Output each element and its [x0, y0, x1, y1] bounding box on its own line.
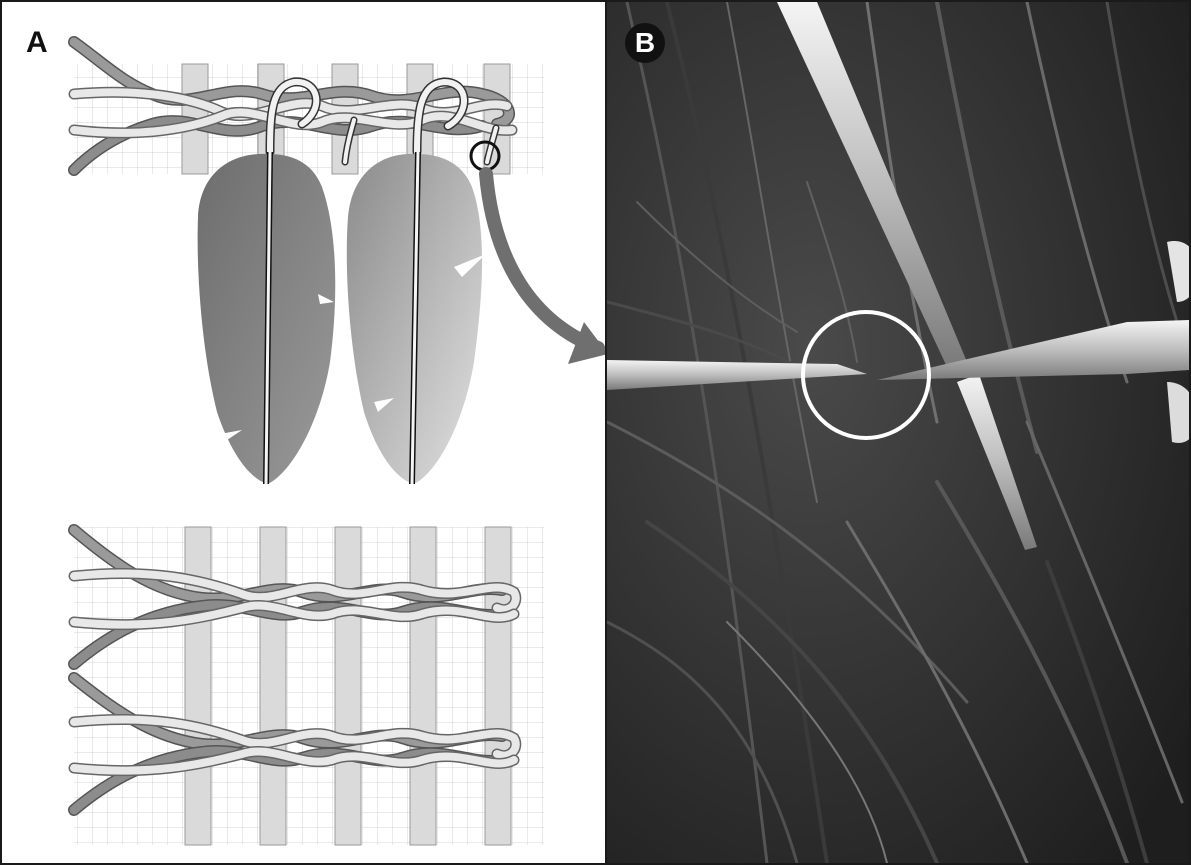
feather-left [198, 152, 336, 484]
top-weave-section [74, 42, 544, 174]
panel-b-label: B [635, 29, 655, 57]
panel-b-label-badge: B [625, 23, 665, 63]
curved-arrow-icon [486, 174, 605, 364]
feather-photo [607, 2, 1189, 863]
panel-a-label: A [26, 28, 48, 58]
weaving-diagram [2, 2, 605, 863]
panel-a-diagram: A [2, 2, 605, 863]
feather-right [347, 152, 486, 484]
panel-b-photo: B [607, 2, 1189, 863]
bottom-weave-section [74, 527, 544, 845]
